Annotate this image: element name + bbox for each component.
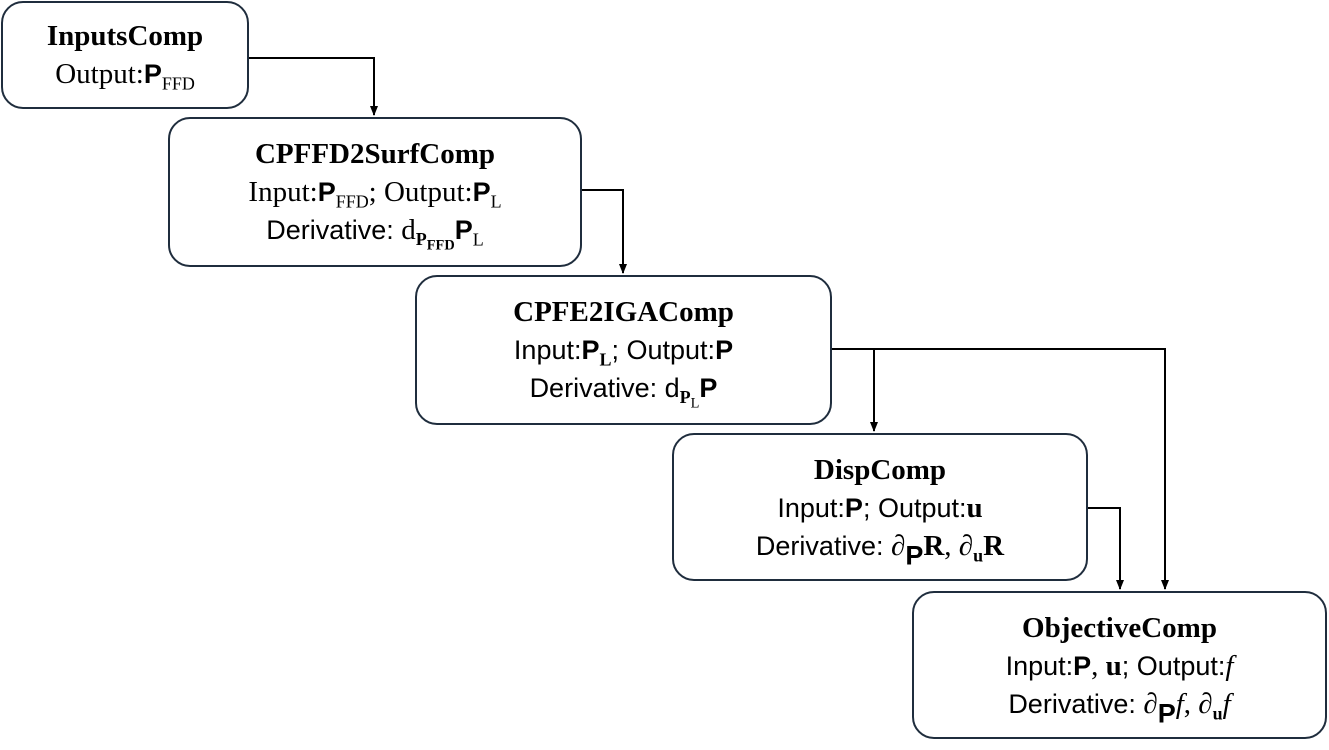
node-io-line: Input:P; Output:u <box>777 492 983 524</box>
node-title: InputsComp <box>46 20 204 52</box>
cpffd2surf-comp-node: CPFFD2SurfComp Input:PFFD; Output:PL Der… <box>168 117 582 267</box>
node-io-line: Input:PL; Output:P <box>513 335 734 370</box>
node-derivative-line: Derivative: dPFFDPL <box>266 214 484 254</box>
node-io-line: Input:P, u; Output:f <box>1005 650 1234 682</box>
node-title: CPFFD2SurfComp <box>254 138 496 170</box>
arrow-cpfe-to-objective <box>832 348 1169 590</box>
node-title: ObjectiveComp <box>1022 612 1217 644</box>
cpfe2iga-comp-node: CPFE2IGAComp Input:PL; Output:P Derivati… <box>415 275 832 425</box>
node-io-line: Input:PFFD; Output:PL <box>248 176 502 212</box>
arrow-inputs-to-cpffd <box>248 57 378 116</box>
node-output-line: Output:PFFD <box>55 58 195 94</box>
node-derivative-line: Derivative: dPLP <box>529 373 718 412</box>
node-title: DispComp <box>813 454 947 486</box>
node-derivative-line: Derivative: ∂PR, ∂uR <box>755 530 1005 571</box>
node-derivative-line: Derivative: ∂Pf, ∂uf <box>1008 688 1231 729</box>
arrow-cpffd-to-cpfe <box>582 189 627 274</box>
arrow-disp-to-objective <box>1088 507 1124 590</box>
disp-comp-node: DispComp Input:P; Output:u Derivative: ∂… <box>672 433 1088 581</box>
node-title: CPFE2IGAComp <box>513 296 734 328</box>
objective-comp-node: ObjectiveComp Input:P, u; Output:f Deriv… <box>912 591 1327 739</box>
inputs-comp-node: InputsComp Output:PFFD <box>1 1 249 109</box>
